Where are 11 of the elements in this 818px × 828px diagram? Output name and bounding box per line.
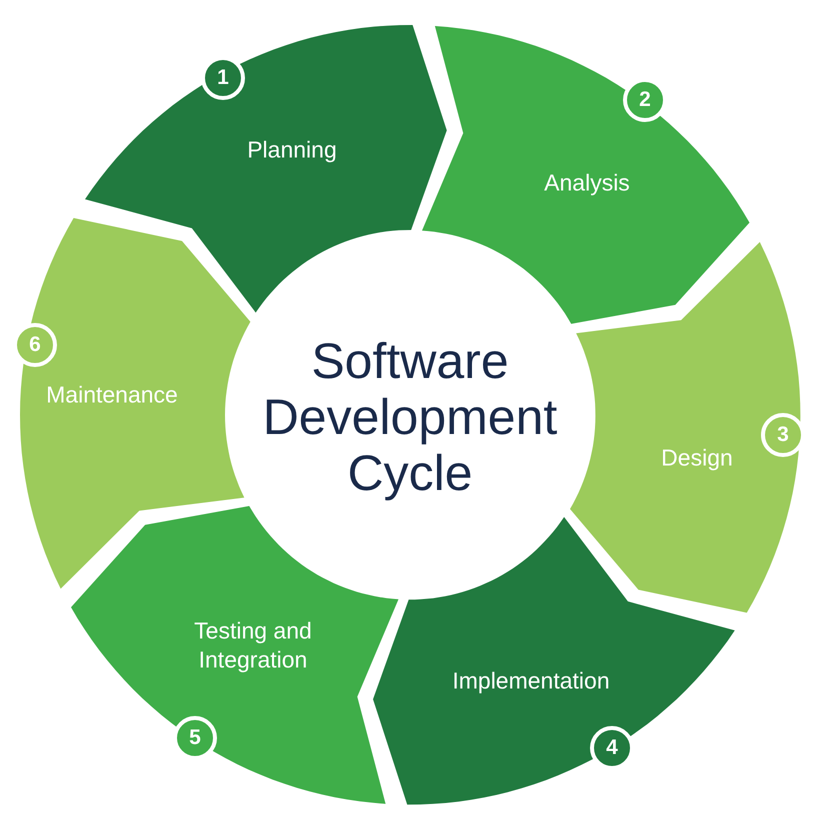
cycle-title: Software Development Cycle	[240, 333, 580, 501]
cycle-stage-segment	[422, 26, 750, 324]
stage-label: Analysis	[544, 168, 630, 198]
cycle-stage-segment	[85, 25, 447, 313]
stage-label: Maintenance	[46, 380, 178, 410]
stage-label: Planning	[247, 136, 337, 164]
cycle-stage-segment	[70, 506, 398, 804]
stage-label: Design	[661, 444, 733, 472]
stage-label: Testing and Integration	[193, 616, 313, 674]
stage-label: Implementation	[452, 666, 610, 696]
cycle-stage-segment	[373, 517, 735, 805]
